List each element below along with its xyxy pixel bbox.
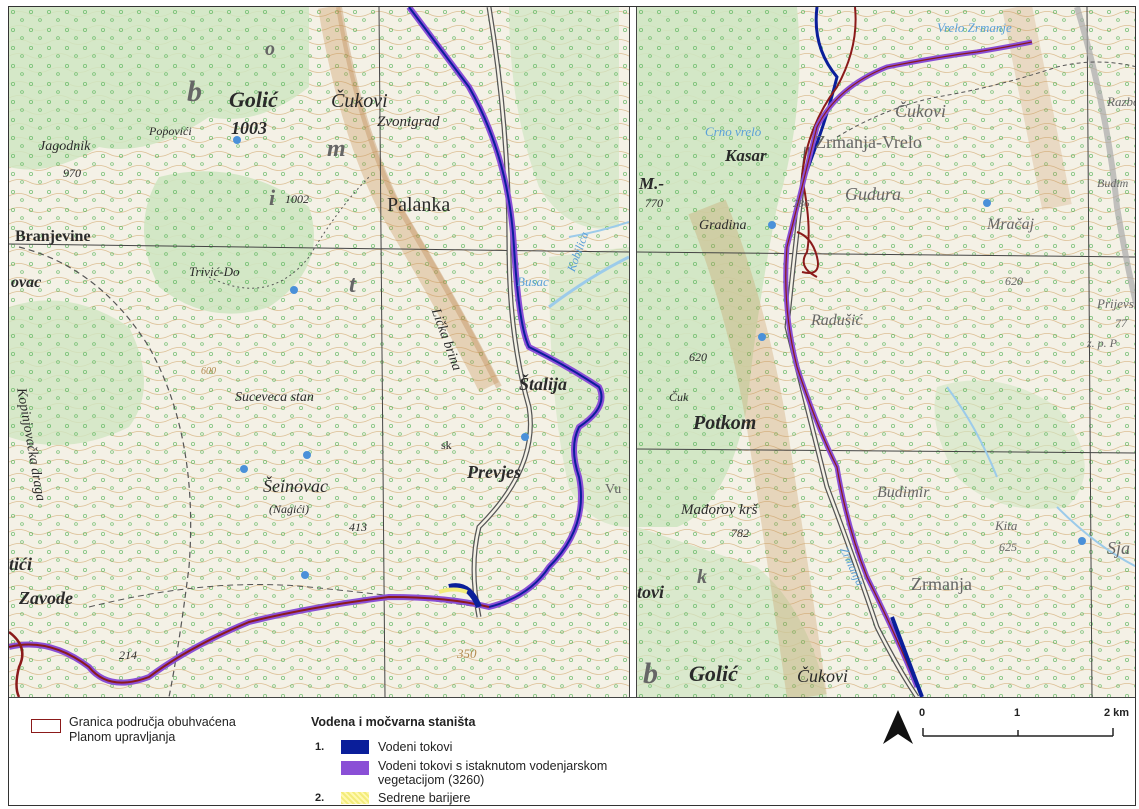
place-zrmanja: Zrmanja — [911, 574, 972, 594]
scale-label-1: 1 — [1014, 707, 1021, 719]
panel-separator — [629, 7, 637, 697]
place-golic: Golić — [689, 661, 738, 686]
place-vu: Vu — [605, 482, 622, 497]
place-cuk: Čuk — [669, 390, 689, 404]
place-jagodnik: Jagodnik — [39, 139, 91, 154]
place-tici: tići — [9, 554, 32, 574]
map-panel-left: Golić 1003 Čukovi Zvonigrad Jagodnik 970… — [9, 7, 629, 697]
place-popovici: Popovići — [149, 124, 192, 138]
place-radusic: Radušić — [811, 312, 863, 329]
label-zp: z. p. P — [1087, 336, 1117, 350]
place-razbo: Razbo — [1107, 94, 1135, 109]
map-left-graphic — [9, 7, 629, 697]
range-letter-k: k — [697, 566, 707, 588]
contour-elevation-600: 600 — [201, 366, 216, 377]
map-figure: Golić 1003 Čukovi Zvonigrad Jagodnik 970… — [8, 6, 1136, 806]
legend: Granica područja obuhvaćena Planom uprav… — [9, 698, 1135, 805]
place-kasar: Kasar — [725, 146, 767, 165]
place-busac: Busac — [517, 274, 549, 289]
place-budim: Budim — [1097, 176, 1129, 190]
north-arrow-icon — [883, 710, 913, 744]
watercourse-swatch — [341, 740, 369, 754]
boundary-swatch — [31, 719, 61, 733]
item1b-label-line2: vegetacijom (3260) — [378, 773, 485, 787]
scale-bar — [922, 728, 1114, 737]
elevation-770: 770 — [645, 196, 663, 210]
aquatic-vegetation-swatch — [341, 761, 369, 775]
contour-elevation-350: 350 — [457, 646, 477, 661]
place-mracaj: Mračaj — [987, 216, 1035, 233]
range-letter-b: b — [187, 75, 202, 108]
elevation-620-cuk: 620 — [689, 350, 707, 364]
place-crno-vrelo: Crno vrelo — [705, 124, 762, 139]
place-cukovi: Čukovi — [331, 90, 388, 112]
place-tovi: tovi — [637, 582, 664, 602]
legend-divider — [9, 697, 1135, 698]
label-sk: sk — [441, 438, 452, 452]
place-zvonigrad: Zvonigrad — [377, 114, 440, 130]
item1b-label-line1: Vodeni tokovi s istaknutom vodenjarskom — [378, 759, 608, 773]
range-letter-m: m — [327, 136, 346, 162]
place-palanka: Palanka — [387, 194, 451, 216]
item1-label: Vodeni tokovi — [378, 740, 453, 754]
place-kita: Kita — [995, 518, 1018, 533]
range-letter-o: o — [265, 38, 275, 60]
elevation-620-east: 620 — [1005, 274, 1023, 288]
elevation-782: 782 — [731, 526, 749, 540]
elevation-jagodnik: 970 — [63, 166, 81, 180]
place-nagici: (Nagići) — [269, 502, 309, 516]
place-gudura: Gudura — [845, 184, 902, 204]
elevation-286: 286 — [793, 198, 810, 210]
range-letter-b: b — [643, 657, 658, 690]
map-panel-right: Vrelo Zrmanje Čukovi Razbo Crno vrelo Ka… — [637, 7, 1135, 697]
place-potkom: Potkom — [693, 412, 757, 434]
elevation-77: 77 — [1115, 316, 1127, 330]
elevation-214: 214 — [119, 648, 137, 662]
place-suceveca-stan: Suceveca stan — [235, 390, 314, 405]
place-prevjes: Prevjes — [467, 462, 521, 482]
item1-number: 1. — [315, 741, 325, 753]
place-staljo: Štalija — [519, 374, 568, 394]
elevation-1002: 1002 — [285, 192, 309, 206]
place-zrmanja-vrelo: Zrmanja-Vrelo — [815, 132, 922, 152]
place-prijevs: Prijevs — [1097, 296, 1134, 311]
place-madorov-krs: Mađorov krš — [681, 502, 758, 518]
elevation-golic: 1003 — [231, 118, 267, 138]
habitat-title: Vodena i močvarna staništa — [311, 715, 476, 729]
place-seinovac: Šeinovac — [263, 476, 328, 496]
scale-label-2km: 2 km — [1104, 707, 1130, 719]
place-gradina: Gradina — [699, 218, 747, 233]
place-trivic-do: Trivić-Do — [189, 264, 240, 279]
place-cukovi-south: Čukovi — [797, 666, 848, 686]
item2-label: Sedrene barijere — [378, 791, 471, 805]
elevation-625: 625 — [999, 540, 1017, 554]
boundary-label-line1: Granica područja obuhvaćena — [69, 715, 236, 729]
scale-label-0: 0 — [919, 707, 926, 719]
place-m: M.- — [639, 174, 665, 193]
range-letter-t: t — [349, 272, 356, 298]
boundary-label-line2: Planom upravljanja — [69, 730, 176, 744]
place-zavode: Zavode — [19, 588, 73, 608]
map-right-graphic — [637, 7, 1135, 697]
place-golic: Golić — [229, 87, 278, 112]
tufa-barrier-swatch — [341, 792, 369, 804]
place-sja: Sja — [1107, 538, 1131, 558]
place-branjevine: Branjevine — [15, 228, 91, 245]
place-cukovi: Čukovi — [895, 101, 946, 121]
elevation-413: 413 — [349, 520, 367, 534]
place-budimir: Budimir — [877, 484, 930, 501]
range-letter-i: i — [269, 185, 276, 210]
item2-number: 2. — [315, 792, 325, 804]
place-ovac: ovac — [11, 274, 42, 291]
place-vrelo-zrmanje: Vrelo Zrmanje — [937, 20, 1012, 35]
